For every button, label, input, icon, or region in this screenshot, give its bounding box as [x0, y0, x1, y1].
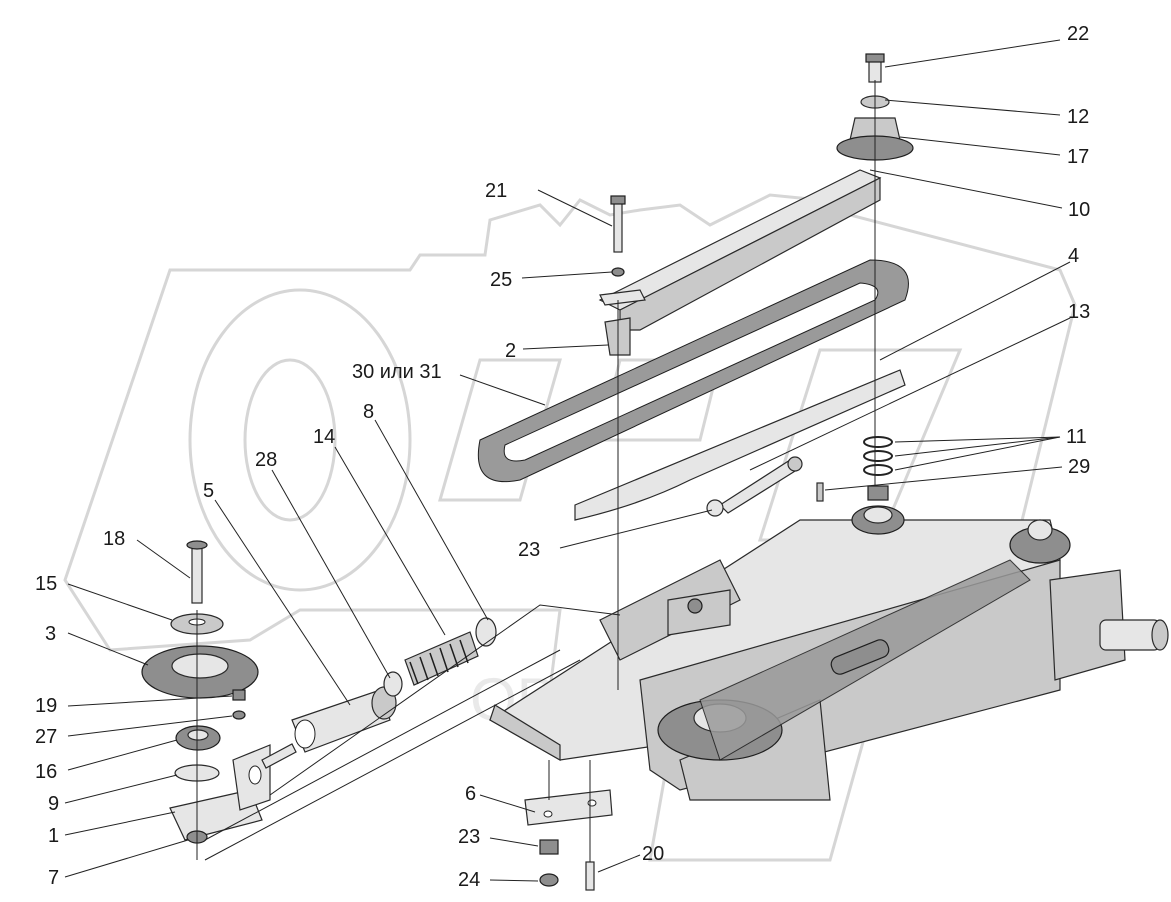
callout-20: 20	[642, 843, 664, 865]
callout-7: 7	[48, 867, 59, 889]
callout-8: 8	[363, 401, 374, 423]
tension-rod	[706, 456, 803, 517]
callout-18: 18	[103, 528, 125, 550]
callout-25: 25	[490, 269, 512, 291]
callout-labels: 22 12 17 10 21 25 4 13 2 30 или 31 8 14 …	[35, 23, 1090, 891]
callout-12: 12	[1067, 106, 1089, 128]
rings-stack	[816, 436, 893, 502]
callout-22: 22	[1067, 23, 1089, 45]
callout-4: 4	[1068, 245, 1079, 267]
bolt-21	[599, 195, 646, 306]
callout-15: 15	[35, 573, 57, 595]
callout-16: 16	[35, 761, 57, 783]
callout-14: 14	[313, 426, 335, 448]
leader-lines	[64, 39, 1071, 882]
callout-24: 24	[458, 869, 480, 891]
callout-17: 17	[1067, 146, 1089, 168]
callout-3: 3	[45, 623, 56, 645]
callout-27: 27	[35, 726, 57, 748]
alignment-lines	[196, 300, 621, 861]
top-sprocket-stack	[836, 53, 914, 500]
callout-30-or-31: 30 или 31	[352, 361, 442, 383]
guide-plate	[574, 369, 906, 521]
callout-5: 5	[203, 480, 214, 502]
callout-10: 10	[1068, 199, 1090, 221]
callout-6: 6	[465, 783, 476, 805]
callout-28: 28	[255, 449, 277, 471]
callout-13: 13	[1068, 301, 1090, 323]
callout-29: 29	[1068, 456, 1090, 478]
callout-23-upper: 23	[518, 539, 540, 561]
bottom-parts	[524, 760, 613, 891]
callout-23-lower: 23	[458, 826, 480, 848]
callout-21: 21	[485, 180, 507, 202]
callout-1: 1	[48, 825, 59, 847]
callout-2: 2	[505, 340, 516, 362]
callout-9: 9	[48, 793, 59, 815]
callout-11: 11	[1066, 426, 1087, 448]
main-frame	[488, 505, 1169, 801]
callout-19: 19	[35, 695, 57, 717]
left-parts	[141, 540, 497, 844]
